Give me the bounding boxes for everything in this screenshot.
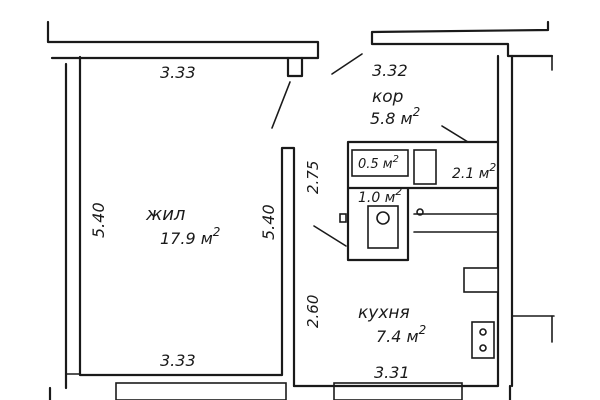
door-jamb — [286, 56, 304, 78]
living-room-area: 17.9 м2 — [160, 225, 220, 248]
corridor-area: 5.8 м2 — [370, 105, 420, 128]
dim-living-top: 3.33 — [160, 63, 196, 82]
dim-living-bottom: 3.33 — [160, 351, 196, 370]
dim-corridor-top: 3.32 — [372, 61, 408, 80]
corridor-door-swing — [331, 53, 363, 75]
bath-door-swing — [441, 125, 469, 143]
bathtub — [413, 149, 437, 185]
living-room-name: жил — [145, 204, 185, 225]
wc-area: 1.0 м2 — [358, 185, 402, 206]
wc-door-swing — [313, 225, 347, 247]
closet-area: 0.5 м2 — [358, 154, 399, 172]
stove-burner-2 — [479, 344, 487, 352]
dim-kitchen-bottom: 3.31 — [374, 363, 410, 382]
dim-living-left: 5.40 — [89, 202, 108, 238]
kitchen-name: кухня — [358, 303, 410, 323]
kitchen-counter — [463, 267, 499, 293]
dim-kitchen-side: 2.60 — [304, 295, 322, 328]
bath-block — [346, 140, 500, 262]
window-kitchen — [333, 382, 463, 400]
dim-living-right: 5.40 — [259, 204, 278, 240]
bath-area: 2.1 м2 — [452, 161, 496, 182]
stove-burner — [479, 328, 487, 336]
living-door-swing — [271, 81, 291, 129]
dim-corridor-side: 2.75 — [304, 161, 322, 194]
closet-box — [351, 149, 409, 177]
top-wall-left — [46, 20, 320, 60]
toilet-bowl — [376, 211, 390, 225]
kitchen-outline — [292, 54, 500, 388]
corridor-name: кор — [372, 87, 404, 107]
window-living — [115, 382, 287, 400]
kitchen-area: 7.4 м2 — [376, 323, 426, 346]
living-room-outline — [78, 55, 296, 388]
top-wall-right — [370, 20, 554, 58]
wc-door-jamb — [339, 213, 347, 223]
stove — [471, 321, 495, 359]
